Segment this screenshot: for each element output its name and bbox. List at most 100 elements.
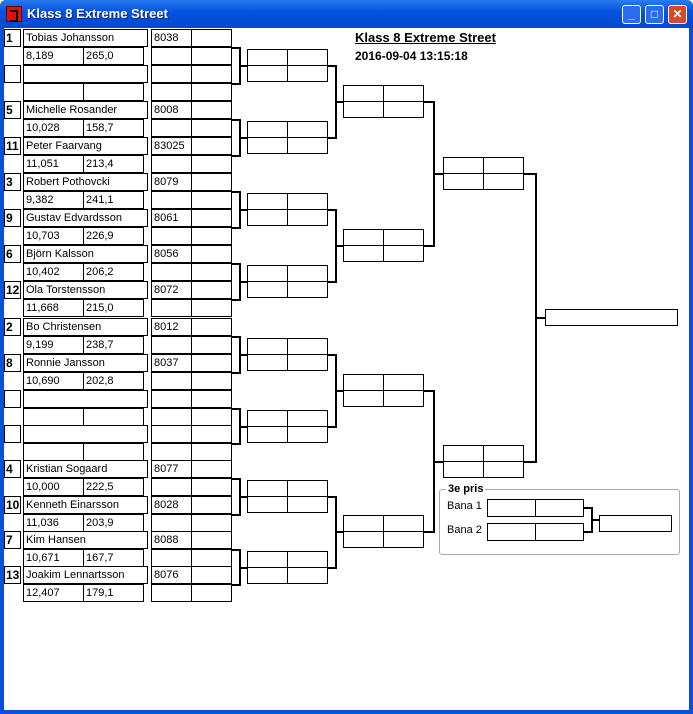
- quarterfinal-match[interactable]: [343, 389, 384, 407]
- round2-match[interactable]: [287, 566, 328, 584]
- semifinal-match[interactable]: [483, 173, 524, 190]
- driver-name-field[interactable]: Ronnie Jansson: [23, 354, 148, 372]
- third-place-lane1[interactable]: [535, 499, 584, 517]
- lane-result-field[interactable]: [191, 318, 232, 336]
- reaction-time-field[interactable]: 9,382: [23, 191, 84, 209]
- result-field[interactable]: [151, 478, 192, 496]
- driver-name-field[interactable]: [23, 65, 148, 83]
- reaction-time-field[interactable]: 9,199: [23, 336, 84, 354]
- car-number-field[interactable]: 8028: [151, 496, 192, 514]
- final-winner-field[interactable]: [545, 308, 678, 326]
- seed-box[interactable]: [4, 390, 21, 408]
- reaction-time-field[interactable]: 12,407: [23, 584, 84, 602]
- reaction-time-field[interactable]: 11,051: [23, 155, 84, 173]
- reaction-time-field[interactable]: 10,671: [23, 549, 84, 567]
- result-field[interactable]: [191, 514, 232, 532]
- result-field[interactable]: [151, 584, 192, 602]
- round2-match[interactable]: [247, 425, 288, 443]
- driver-name-field[interactable]: Kim Hansen: [23, 531, 148, 549]
- car-number-field[interactable]: 83025: [151, 137, 192, 155]
- result-field[interactable]: [191, 155, 232, 173]
- driver-name-field[interactable]: Joakim Lennartsson: [23, 566, 148, 584]
- title-bar[interactable]: Klass 8 Extreme Street _ □ ✕: [0, 0, 693, 28]
- round2-match[interactable]: [287, 354, 328, 371]
- car-number-field[interactable]: [151, 425, 192, 443]
- driver-name-field[interactable]: Peter Faarvang: [23, 137, 148, 155]
- result-field[interactable]: [151, 119, 192, 137]
- round2-match[interactable]: [287, 209, 328, 226]
- quarterfinal-match[interactable]: [383, 245, 424, 262]
- result-field[interactable]: [191, 227, 232, 245]
- round2-match[interactable]: [247, 65, 288, 82]
- quarterfinal-match[interactable]: [343, 531, 384, 549]
- driver-name-field[interactable]: Robert Pothovcki: [23, 173, 148, 191]
- lane-result-field[interactable]: [191, 531, 232, 549]
- result-field[interactable]: [191, 372, 232, 390]
- result-field[interactable]: [191, 191, 232, 209]
- driver-name-field[interactable]: Michelle Rosander: [23, 101, 148, 119]
- semifinal-match[interactable]: [483, 460, 524, 478]
- car-number-field[interactable]: 8077: [151, 460, 192, 478]
- third-place-winner[interactable]: [599, 515, 672, 532]
- round2-match[interactable]: [247, 209, 288, 226]
- result-field[interactable]: [191, 119, 232, 137]
- third-place-lane1[interactable]: [487, 499, 536, 517]
- round2-match[interactable]: [247, 281, 288, 298]
- lane-result-field[interactable]: [191, 137, 232, 155]
- car-number-field[interactable]: [151, 65, 192, 83]
- driver-name-field[interactable]: Björn Kalsson: [23, 245, 148, 263]
- speed-field[interactable]: 215,0: [83, 299, 144, 317]
- reaction-time-field[interactable]: 11,668: [23, 299, 84, 317]
- speed-field[interactable]: 265,0: [83, 47, 144, 65]
- driver-name-field[interactable]: [23, 425, 148, 443]
- car-number-field[interactable]: 8088: [151, 531, 192, 549]
- reaction-time-field[interactable]: 10,402: [23, 263, 84, 281]
- round2-match[interactable]: [287, 137, 328, 154]
- round2-match[interactable]: [287, 496, 328, 513]
- driver-name-field[interactable]: Kenneth Einarsson: [23, 496, 148, 514]
- speed-field[interactable]: 206,2: [83, 263, 144, 281]
- reaction-time-field[interactable]: 11,036: [23, 514, 84, 532]
- round2-match[interactable]: [287, 65, 328, 82]
- lane-result-field[interactable]: [191, 390, 232, 408]
- driver-name-field[interactable]: Ola Torstensson: [23, 281, 148, 299]
- result-field[interactable]: [191, 263, 232, 281]
- result-field[interactable]: [151, 83, 192, 101]
- lane-result-field[interactable]: [191, 65, 232, 83]
- lane-result-field[interactable]: [191, 425, 232, 443]
- result-field[interactable]: [151, 408, 192, 426]
- speed-field[interactable]: 202,8: [83, 372, 144, 390]
- round2-match[interactable]: [247, 137, 288, 154]
- reaction-time-field[interactable]: 10,028: [23, 119, 84, 137]
- semifinal-match[interactable]: [443, 460, 484, 478]
- car-number-field[interactable]: 8038: [151, 29, 192, 47]
- car-number-field[interactable]: 8079: [151, 173, 192, 191]
- seed-box[interactable]: 6: [4, 245, 21, 263]
- third-place-lane2[interactable]: [487, 523, 536, 541]
- seed-box[interactable]: 7: [4, 531, 21, 549]
- speed-field[interactable]: 241,1: [83, 191, 144, 209]
- lane-result-field[interactable]: [191, 209, 232, 227]
- quarterfinal-match[interactable]: [343, 101, 384, 118]
- reaction-time-field[interactable]: 10,000: [23, 478, 84, 496]
- car-number-field[interactable]: 8012: [151, 318, 192, 336]
- seed-box[interactable]: [4, 425, 21, 443]
- result-field[interactable]: [191, 408, 232, 426]
- minimize-button[interactable]: _: [622, 5, 641, 24]
- seed-box[interactable]: 1: [4, 29, 21, 47]
- third-place-lane2[interactable]: [535, 523, 584, 541]
- lane-result-field[interactable]: [191, 245, 232, 263]
- car-number-field[interactable]: 8056: [151, 245, 192, 263]
- seed-box[interactable]: 13: [4, 566, 21, 584]
- result-field[interactable]: [151, 191, 192, 209]
- seed-box[interactable]: 4: [4, 460, 21, 478]
- round2-match[interactable]: [287, 425, 328, 443]
- result-field[interactable]: [151, 336, 192, 354]
- reaction-time-field[interactable]: [23, 83, 84, 101]
- result-field[interactable]: [151, 263, 192, 281]
- speed-field[interactable]: [83, 408, 144, 426]
- reaction-time-field[interactable]: 10,703: [23, 227, 84, 245]
- reaction-time-field[interactable]: 10,690: [23, 372, 84, 390]
- driver-name-field[interactable]: Gustav Edvardsson: [23, 209, 148, 227]
- car-number-field[interactable]: 8061: [151, 209, 192, 227]
